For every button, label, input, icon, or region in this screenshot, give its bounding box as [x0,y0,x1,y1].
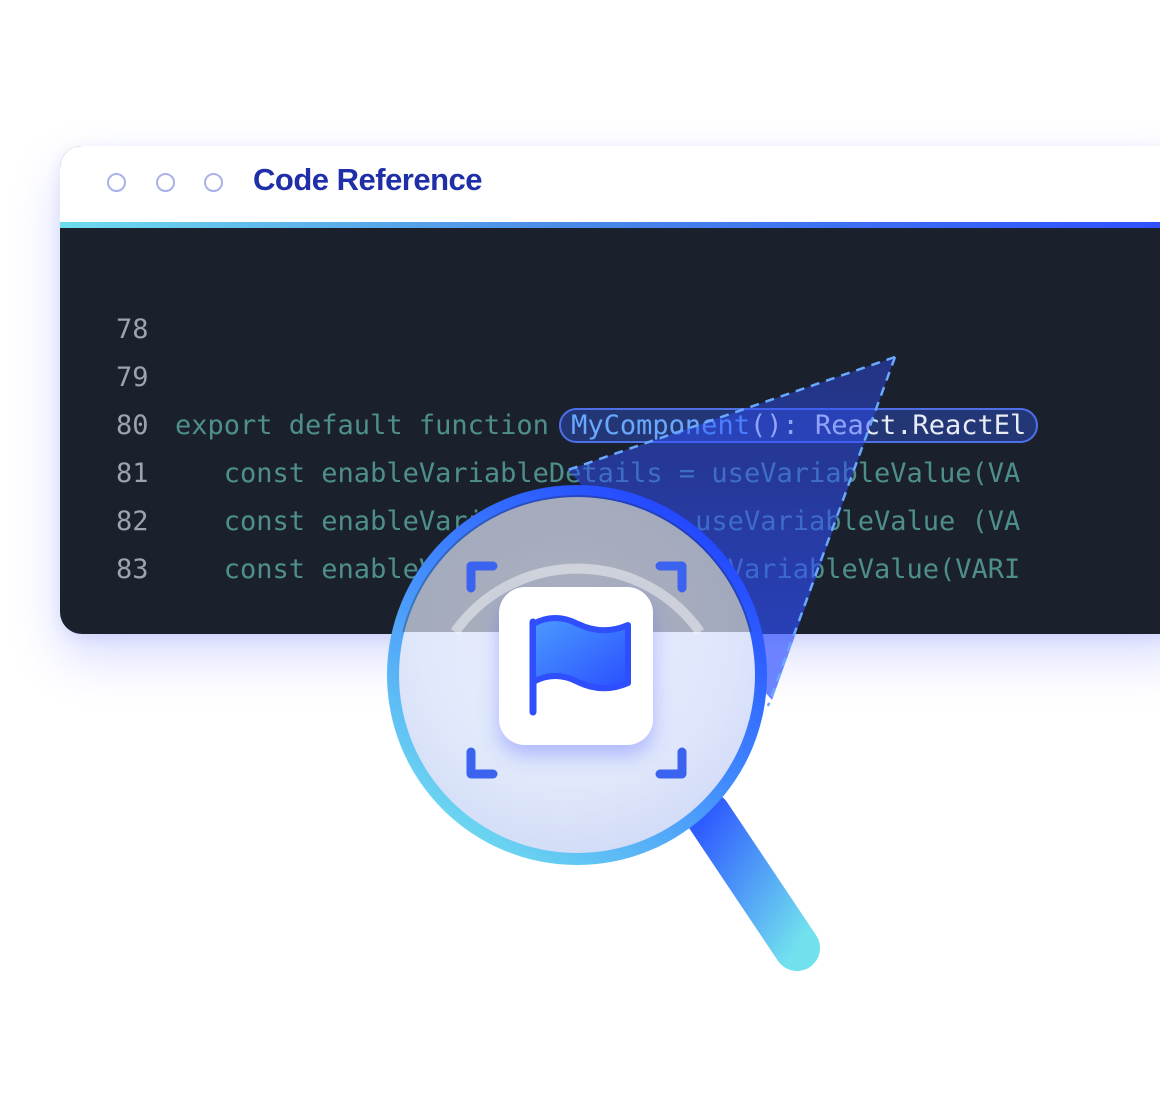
code-prefix: export default function [175,410,566,441]
code-line: 78 [60,258,1160,345]
window-control-circle-icon[interactable] [107,173,126,192]
line-number: 82 [116,506,149,537]
line-number: 80 [116,410,149,441]
line-number: 79 [116,362,149,393]
window-titlebar: Code Reference [60,146,1160,222]
magnifier-beam [561,355,897,707]
flag-badge [499,587,653,745]
window-control-circle-icon[interactable] [156,173,175,192]
line-number: 81 [116,458,149,489]
window-title: Code Reference [253,162,483,197]
code-line: 83 [60,498,1160,585]
focus-frame-icon [466,561,687,779]
line-number: 83 [116,554,149,585]
flag-icon [529,615,631,716]
titlebar-accent-bar [60,222,1160,228]
window-control-circle-icon[interactable] [204,173,223,192]
magnifier-handle [685,792,820,971]
line-number: 78 [116,314,149,345]
